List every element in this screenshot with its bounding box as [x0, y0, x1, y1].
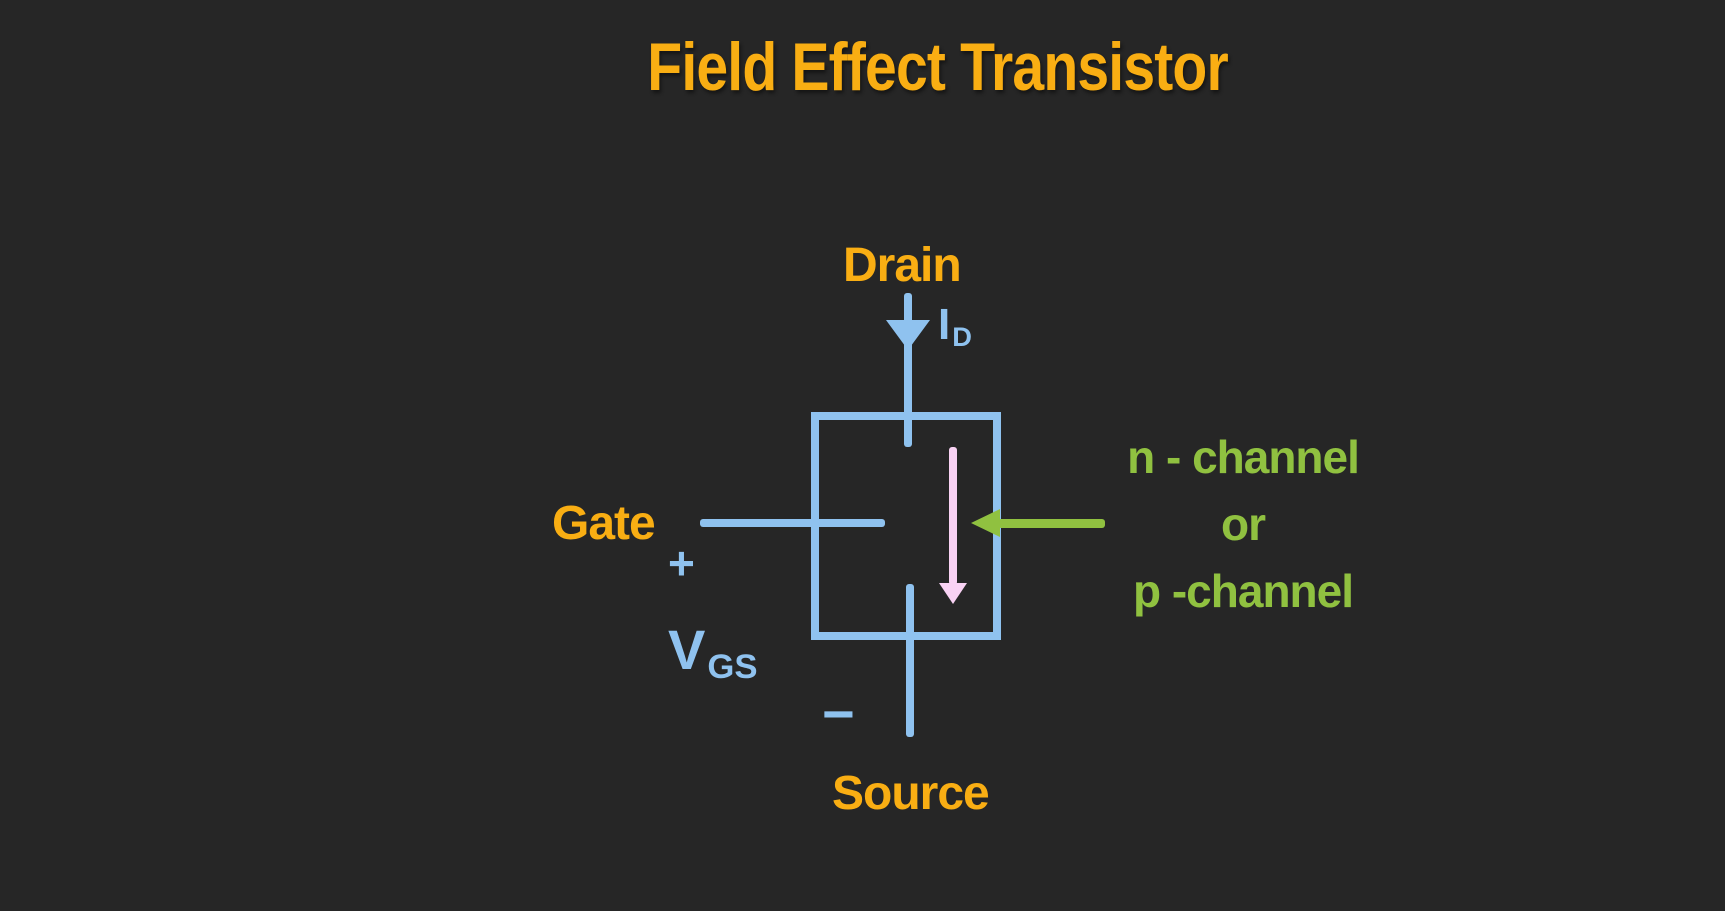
channel-note-line3: p -channel: [1132, 565, 1354, 617]
drain-current-subscript: D: [952, 321, 972, 353]
gate-voltage-symbol: V: [668, 618, 706, 681]
title-wrap: Field Effect Transistor: [0, 28, 1725, 106]
drain-current-symbol: I: [938, 300, 951, 349]
channel-note-line2: or: [1221, 498, 1266, 550]
source-label: Source: [832, 767, 990, 820]
drain-wire: [904, 293, 912, 447]
source-wire: [906, 584, 914, 737]
channel-current-arrowhead-icon: [939, 583, 967, 604]
gate-label: Gate: [552, 497, 656, 550]
page-title: Field Effect Transistor: [647, 29, 1228, 105]
gate-voltage-label: VGS: [668, 622, 758, 685]
gate-wire: [700, 519, 885, 527]
minus-sign: −: [822, 682, 855, 745]
drain-current-arrowhead-icon: [886, 320, 930, 350]
channel-current-arrow-shaft: [949, 447, 957, 585]
gate-voltage-subscript: GS: [707, 648, 758, 687]
channel-note-line1: n - channel: [1127, 431, 1360, 483]
channel-pointer-arrowhead-icon: [971, 509, 1000, 537]
channel-note: n - channel or p -channel: [1127, 424, 1360, 625]
channel-pointer-arrow-shaft: [998, 519, 1105, 528]
plus-sign: +: [668, 537, 695, 589]
drain-label: Drain: [843, 239, 962, 292]
drain-current-label: ID: [938, 300, 972, 353]
